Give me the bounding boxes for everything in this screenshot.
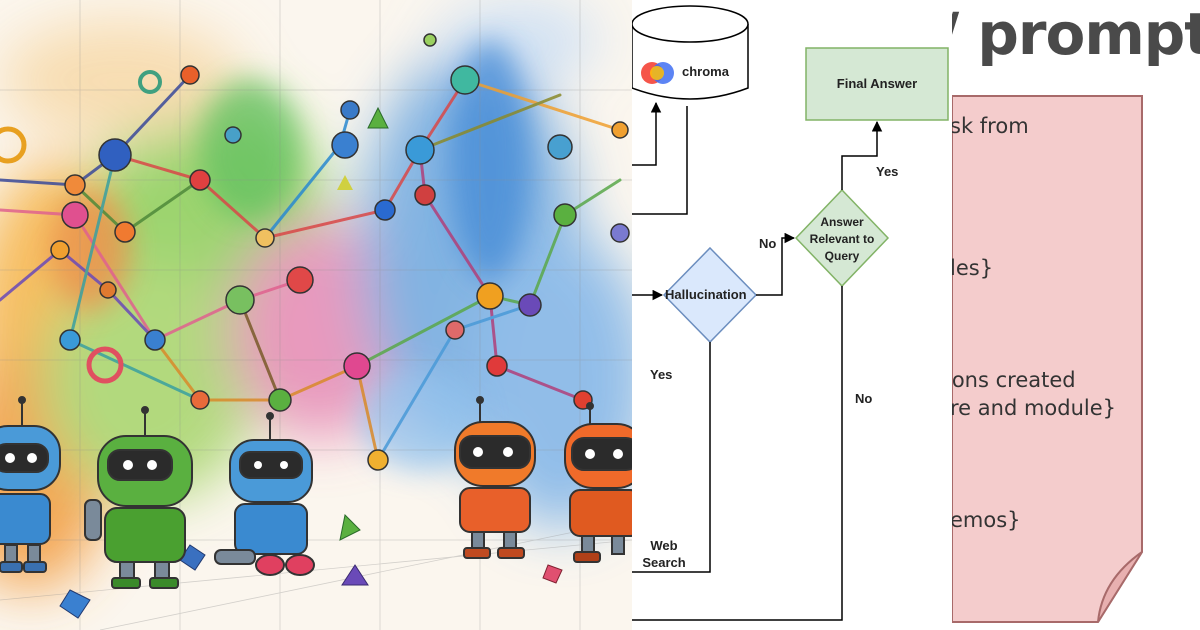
slide-title: / prompt! xyxy=(952,0,1200,68)
robot-orange-1 xyxy=(454,396,536,559)
edge-relevant-yes xyxy=(841,120,883,190)
sticky-note-shape xyxy=(952,95,1143,623)
note-line-3: ions created xyxy=(952,368,1076,392)
watercolor-illustration xyxy=(0,0,632,630)
answer-relevant-line-1: Answer xyxy=(820,215,864,229)
final-answer-box xyxy=(805,47,949,121)
robot-orange-2 xyxy=(564,402,632,563)
prompt-slide-panel: / prompt! sk from les} ions created re a… xyxy=(952,0,1200,630)
no-label-hallucination: No xyxy=(759,236,777,251)
connector-from-chroma xyxy=(632,106,688,215)
final-answer-label: Final Answer xyxy=(836,76,918,91)
chroma-logo-icon xyxy=(641,62,674,84)
answer-relevant-line-3: Query xyxy=(824,249,860,263)
answer-relevant-label: Answer Relevant to Query xyxy=(792,214,892,265)
note-line-2: les} xyxy=(952,256,994,280)
yes-label-hallucination: Yes xyxy=(650,367,673,382)
page-curl-icon xyxy=(1097,551,1143,623)
note-line-1: sk from xyxy=(952,114,1029,138)
web-search-line-2: Search xyxy=(642,555,686,570)
chroma-database xyxy=(632,5,749,100)
robot-blue-left xyxy=(0,396,61,573)
flowchart-diagram xyxy=(632,5,949,621)
flowchart-panel: chroma Final Answer Answer Relevant to Q… xyxy=(632,0,952,630)
chroma-label: chroma xyxy=(682,64,729,79)
hallucination-label: Hallucination xyxy=(665,287,747,302)
note-line-5: emos} xyxy=(952,508,1021,532)
no-label-relevant: No xyxy=(855,391,873,406)
web-search-line-1: Web xyxy=(650,538,678,553)
robot-blue-middle xyxy=(214,412,315,576)
robot-green xyxy=(84,406,193,589)
web-search-label: Web Search xyxy=(632,537,696,571)
robots-network-art xyxy=(0,0,632,630)
edge-hallucination-yes xyxy=(632,342,711,573)
connector-to-chroma xyxy=(632,101,662,166)
note-line-4: re and module} xyxy=(952,396,1117,420)
edge-relevant-no xyxy=(632,286,843,621)
yes-label-relevant: Yes xyxy=(876,164,899,179)
edge-hallucination-no xyxy=(756,232,796,296)
answer-relevant-line-2: Relevant to xyxy=(809,232,875,246)
